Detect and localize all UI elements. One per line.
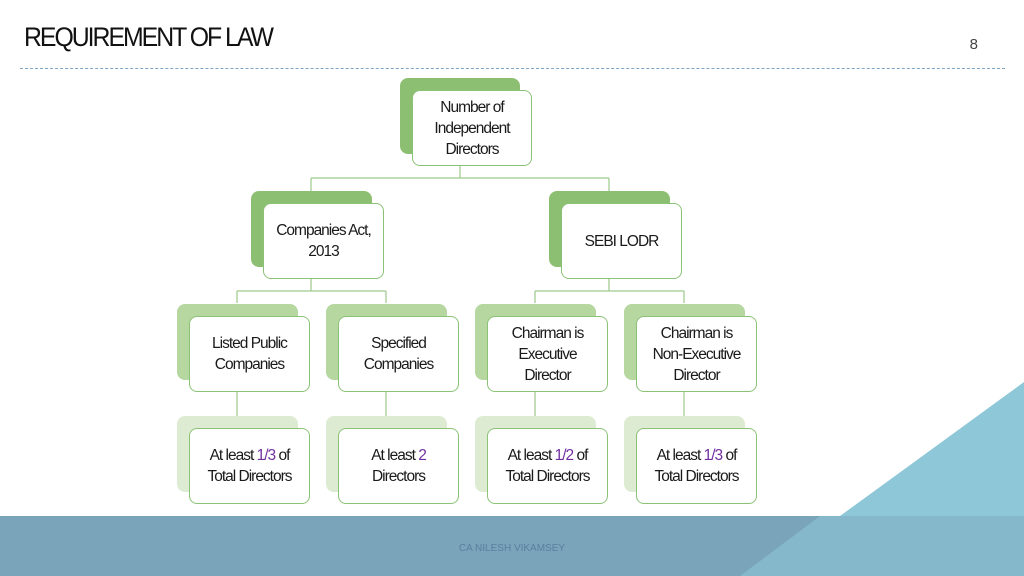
teal-triangle [840, 382, 1024, 516]
root-connector [310, 166, 610, 191]
node-requirement-non-executive: At least 1/3 of Total Directors [624, 416, 757, 504]
node-companies-act: Companies Act, 2013 [251, 191, 384, 279]
node-requirement-listed: At least 1/3 of Total Directors [177, 416, 310, 504]
node-requirement-specified: At least 2 Directors [326, 416, 459, 504]
node-card: Companies Act, 2013 [263, 203, 384, 279]
slide-title: REQUIREMENT OF LAW [24, 22, 274, 52]
node-listed-public-companies: Listed Public Companies [177, 304, 310, 392]
label-prefix: At least [656, 447, 704, 464]
node-card: Specified Companies [338, 316, 459, 392]
node-label: SEBI LODR [584, 232, 660, 250]
leaf-connectors [236, 392, 685, 416]
node-label: At least 1/3 of Total Directors [207, 445, 292, 487]
node-card: At least 2 Directors [338, 428, 459, 504]
highlight-value: 1/2 [554, 447, 575, 464]
node-card: Listed Public Companies [189, 316, 310, 392]
node-label: Companies Act, 2013 [276, 222, 372, 260]
node-sebi-lodr: SEBI LODR [549, 191, 682, 279]
slide-number: 8 [969, 36, 978, 53]
node-label: Listed Public Companies [212, 335, 288, 373]
node-label: At least 1/2 of Total Directors [505, 445, 590, 487]
node-label: Chairman is Executive Director [511, 324, 585, 384]
label-prefix: At least [507, 447, 555, 464]
node-card: Chairman is Non-Executive Director [636, 316, 757, 392]
label-suffix: of Total Directors [505, 447, 590, 485]
highlight-value: 1/3 [703, 447, 724, 464]
node-chairman-non-executive: Chairman is Non-Executive Director [624, 304, 757, 392]
label-prefix: At least [209, 447, 257, 464]
label-suffix: of Total Directors [654, 447, 739, 485]
node-card: At least 1/2 of Total Directors [487, 428, 608, 504]
node-card: Number of Independent Directors [412, 90, 532, 166]
node-requirement-executive: At least 1/2 of Total Directors [475, 416, 608, 504]
highlight-value: 2 [418, 447, 427, 464]
node-label: At least 2 Directors [371, 445, 427, 487]
label-suffix: of Total Directors [207, 447, 292, 485]
highlight-value: 1/3 [256, 447, 277, 464]
label-suffix: Directors [371, 468, 426, 485]
title-divider [20, 68, 1005, 69]
node-card: At least 1/3 of Total Directors [636, 428, 757, 504]
sebi-connector [534, 279, 685, 303]
node-label: Specified Companies [363, 335, 434, 373]
footer-author: CA NILESH VIKAMSEY [458, 543, 566, 554]
node-label: At least 1/3 of Total Directors [654, 445, 739, 487]
node-root: Number of Independent Directors [400, 78, 532, 166]
teal-band-overlay [740, 516, 1024, 576]
node-label: Chairman is Non-Executive Director [652, 324, 742, 384]
node-chairman-executive: Chairman is Executive Director [475, 304, 608, 392]
node-specified-companies: Specified Companies [326, 304, 459, 392]
node-card: At least 1/3 of Total Directors [189, 428, 310, 504]
label-prefix: At least [371, 447, 419, 464]
node-card: SEBI LODR [561, 203, 682, 279]
node-label: Number of Independent Directors [434, 98, 510, 158]
node-card: Chairman is Executive Director [487, 316, 608, 392]
companies-act-connector [236, 279, 387, 303]
